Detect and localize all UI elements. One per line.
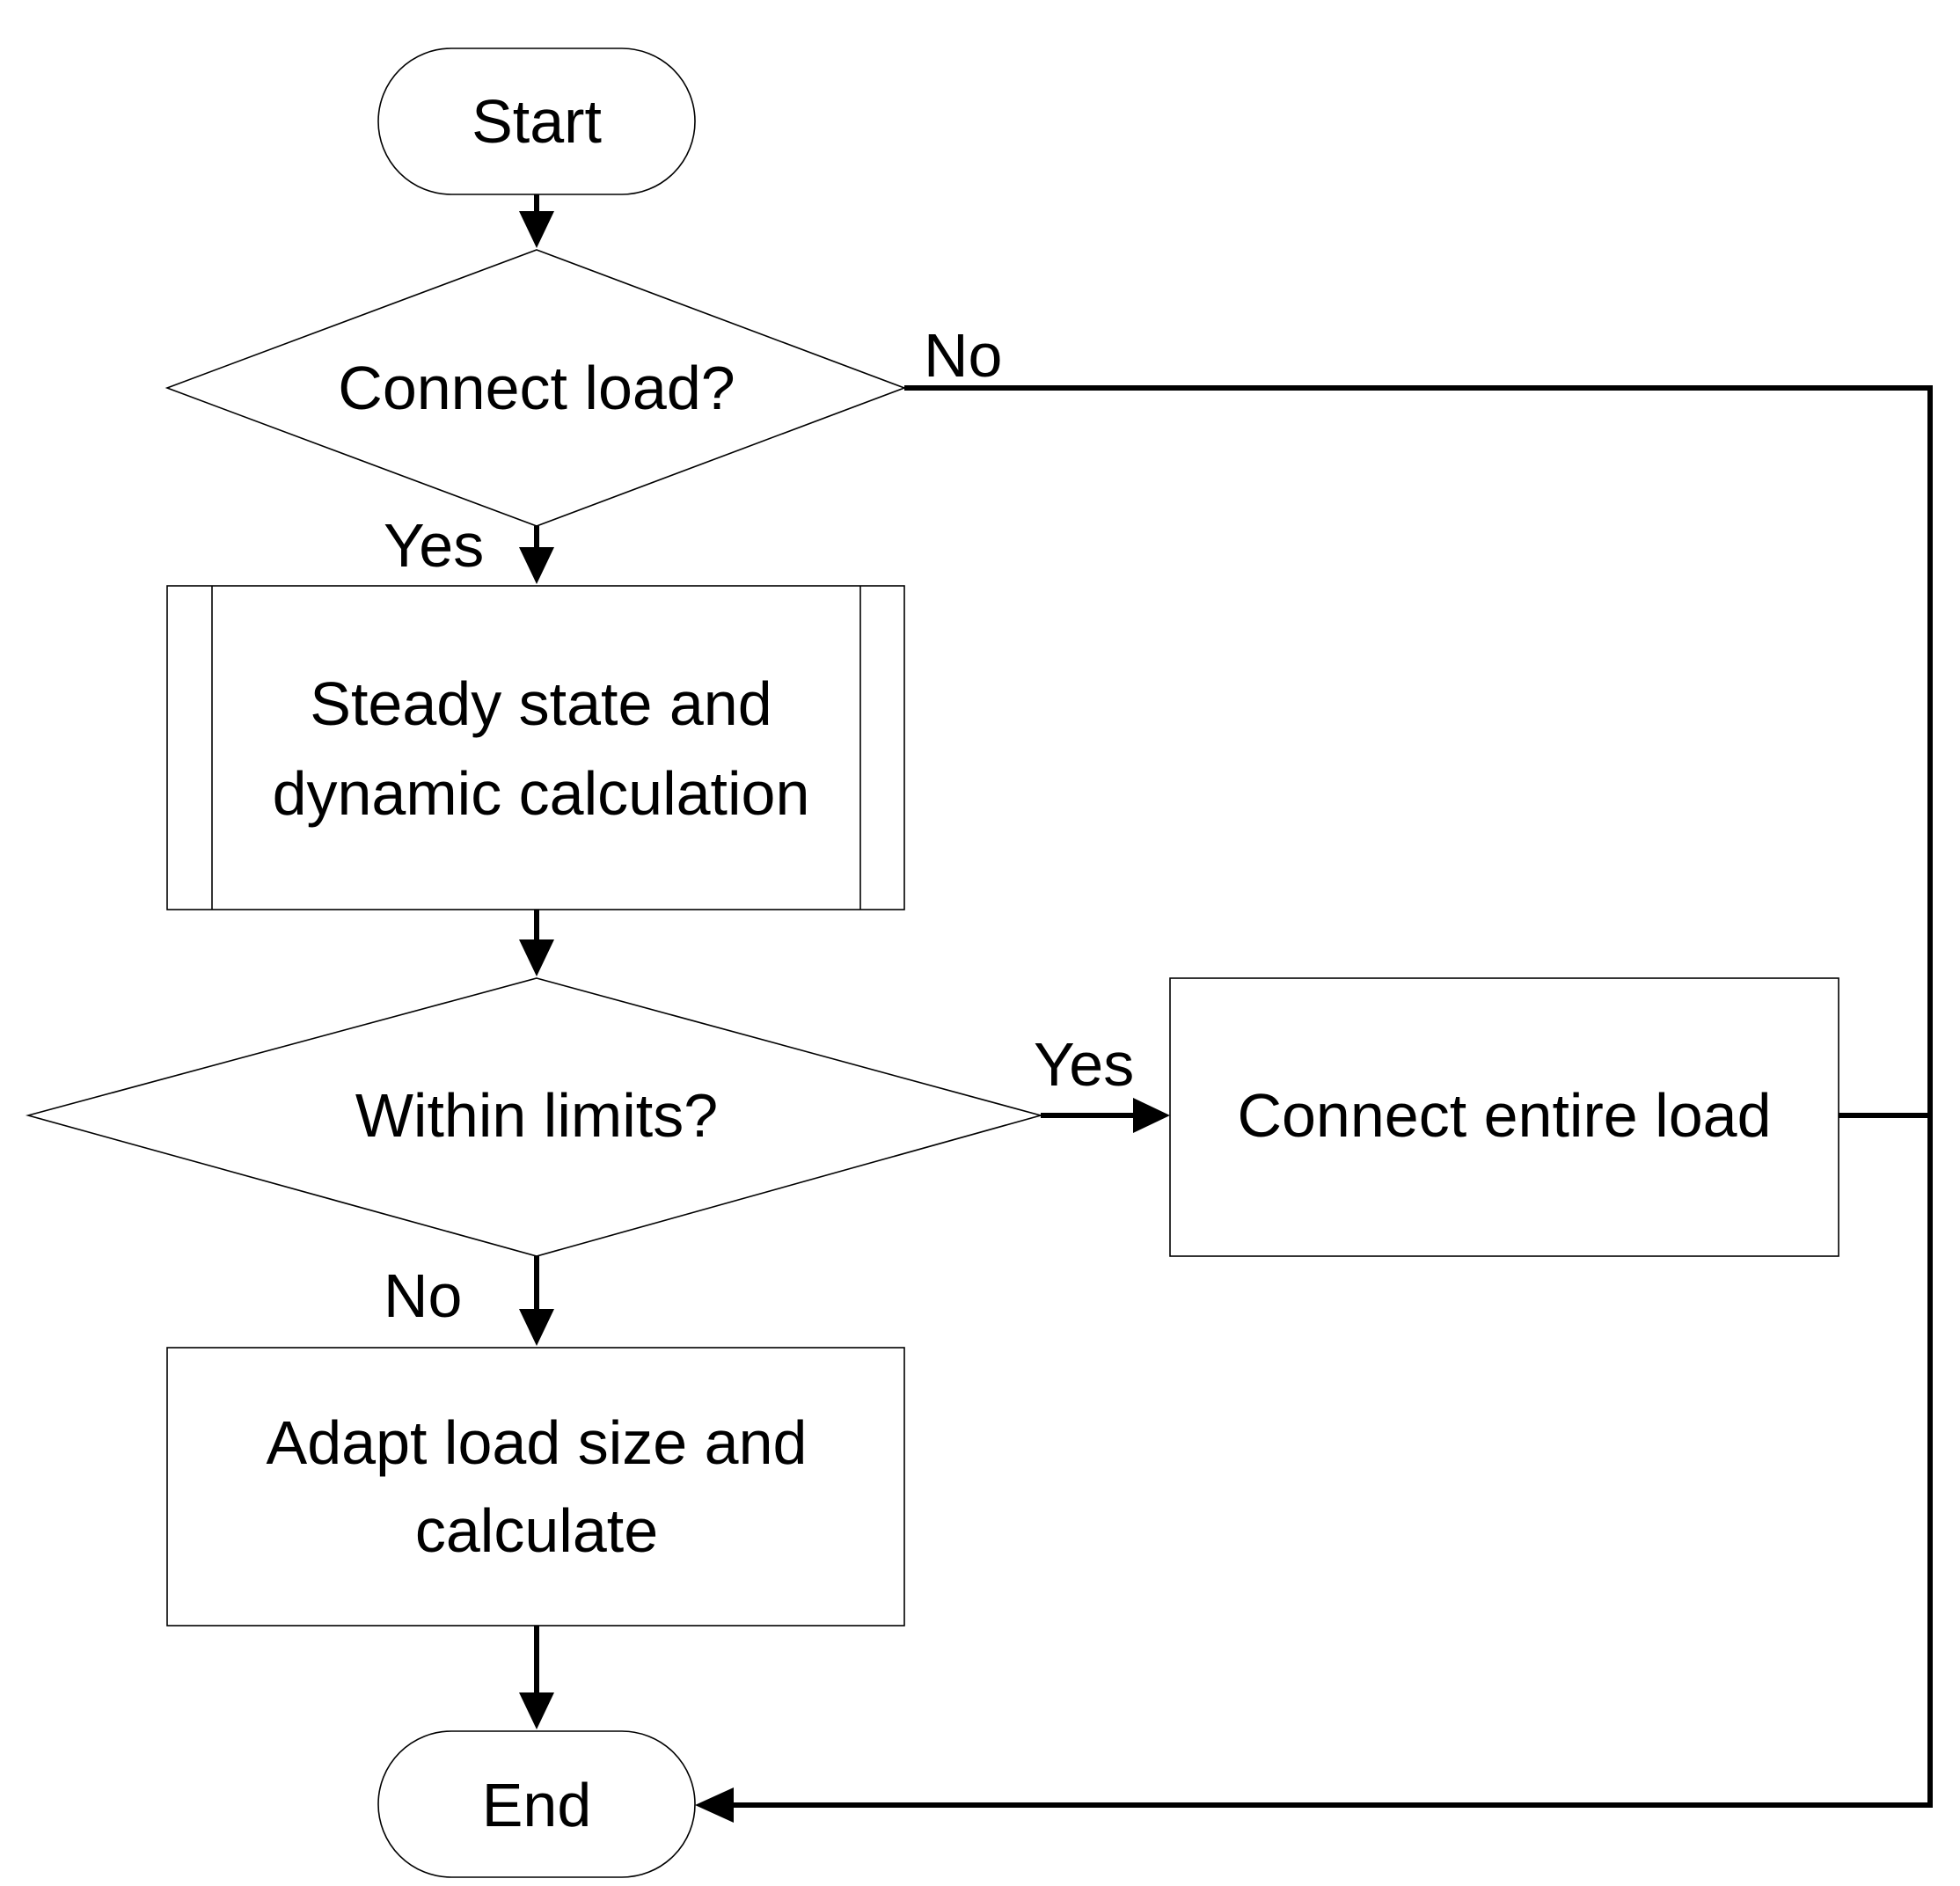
connect-entire-load-label: Connect entire load xyxy=(1237,1081,1771,1150)
edge-label-limits-yes: Yes xyxy=(1034,1030,1134,1099)
edge-label-connect-yes: Yes xyxy=(384,511,484,580)
arrowhead-down xyxy=(519,939,554,976)
arrowhead-left xyxy=(695,1787,734,1823)
within-limits-label: Within limits? xyxy=(355,1081,718,1150)
adapt-load-label-line1: Adapt load size and xyxy=(267,1408,808,1477)
adapt-load-box: Adapt load size and calculate xyxy=(166,1347,905,1626)
end-terminator: End xyxy=(377,1730,696,1878)
connect-load-decision: Connect load? xyxy=(165,249,907,527)
edge-labels: No Yes Yes No xyxy=(384,321,1134,1330)
arrowhead-down xyxy=(519,1692,554,1729)
connect-entire-load-box: Connect entire load xyxy=(1169,977,1839,1257)
adapt-load-label-line2: calculate xyxy=(415,1496,658,1565)
edge-label-connect-no: No xyxy=(924,321,1002,390)
arrowhead-right xyxy=(1133,1098,1170,1133)
calculation-process: Steady state and dynamic calculation xyxy=(166,585,905,910)
within-limits-decision: Within limits? xyxy=(25,977,1044,1257)
edge-label-limits-no: No xyxy=(384,1261,462,1330)
connectors xyxy=(519,194,1933,1823)
arrowhead-down xyxy=(519,211,554,248)
connector-connect-no-loop xyxy=(732,385,1933,1808)
arrowhead-down xyxy=(519,1309,554,1346)
end-label: End xyxy=(482,1771,592,1839)
calculation-label-line1: Steady state and xyxy=(310,669,772,738)
arrowhead-down xyxy=(519,547,554,584)
start-terminator: Start xyxy=(377,48,696,195)
calculation-label-line2: dynamic calculation xyxy=(273,759,810,828)
connect-load-label: Connect load? xyxy=(338,354,735,422)
start-label: Start xyxy=(472,87,602,156)
